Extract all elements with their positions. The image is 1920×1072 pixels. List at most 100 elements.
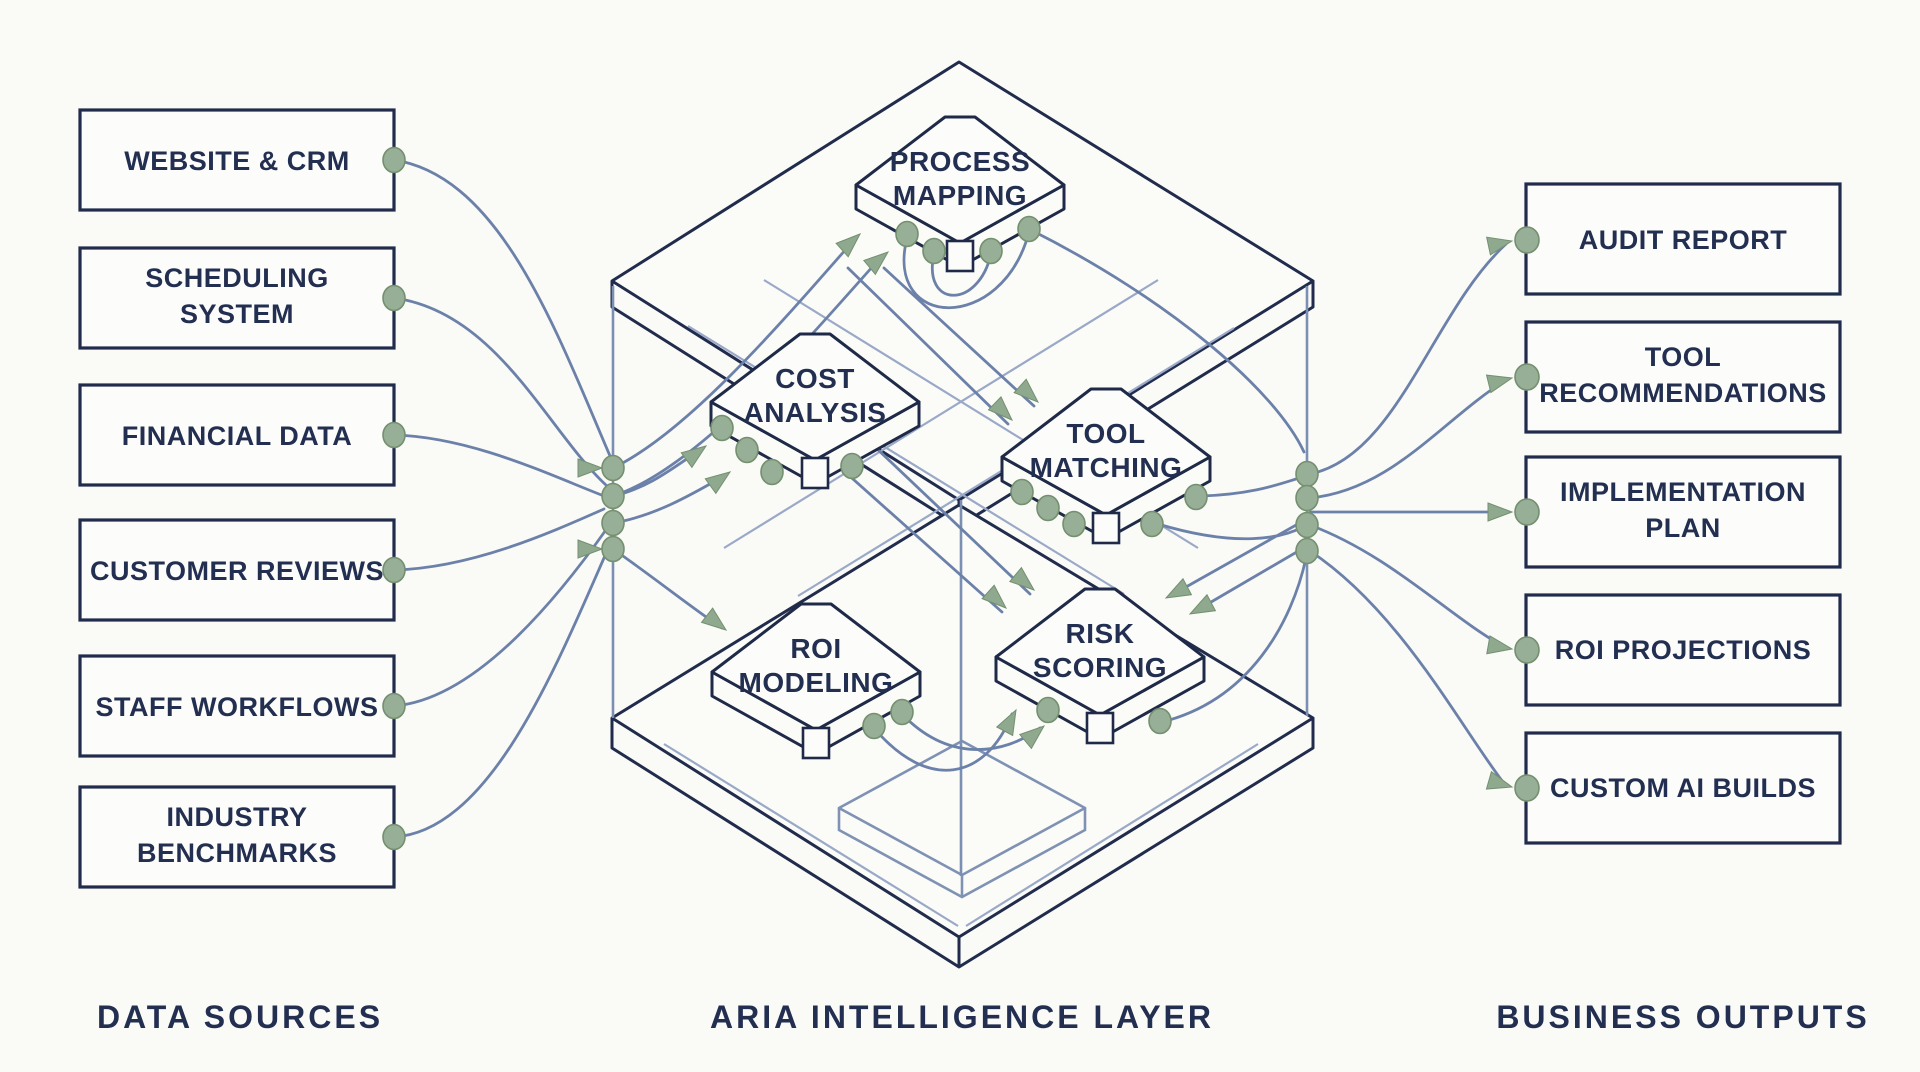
svg-text:CUSTOMER REVIEWS: CUSTOMER REVIEWS: [90, 556, 384, 586]
arrowhead-icon: [1008, 566, 1036, 591]
output-box-tool-recommendations: TOOL RECOMMENDATIONS: [1524, 320, 1842, 434]
caption-business-outputs: BUSINESS OUTPUTS: [1496, 999, 1869, 1035]
flow-connectors: [392, 158, 1508, 839]
data-sources-column: WEBSITE & CRM SCHEDULING SYSTEM FINANCIA…: [78, 108, 396, 889]
node-label: PROCESS: [890, 146, 1030, 177]
connector-dot: [979, 237, 1003, 265]
node-risk-scoring: RISK SCORING: [994, 587, 1206, 745]
connector-dot: [1295, 537, 1319, 565]
connector-dot: [1140, 510, 1164, 538]
connector-dot: [710, 414, 734, 442]
connector-dot: [1295, 460, 1319, 488]
svg-text:SCHEDULING: SCHEDULING: [145, 263, 329, 293]
connector-dot: [1295, 484, 1319, 512]
connector-dot: [382, 692, 406, 720]
svg-text:CUSTOM AI BUILDS: CUSTOM AI BUILDS: [1550, 773, 1816, 803]
arrowhead-icon: [577, 539, 604, 559]
arrowhead-icon: [1188, 593, 1217, 615]
arrowhead-icon: [680, 445, 708, 469]
node-label: ANALYSIS: [743, 397, 886, 428]
svg-text:WEBSITE & CRM: WEBSITE & CRM: [124, 146, 350, 176]
connector-dot: [382, 421, 406, 449]
arrowhead-icon: [1486, 236, 1514, 256]
node-cost-analysis: COST ANALYSIS: [709, 332, 921, 490]
output-box-implementation-plan: IMPLEMENTATION PLAN: [1524, 455, 1842, 569]
arrowhead-icon: [704, 471, 732, 495]
svg-text:BENCHMARKS: BENCHMARKS: [137, 838, 337, 868]
business-outputs-column: AUDIT REPORT TOOL RECOMMENDATIONS IMPLEM…: [1524, 182, 1842, 845]
output-box-custom-ai-builds: CUSTOM AI BUILDS: [1524, 731, 1842, 845]
svg-text:STAFF WORKFLOWS: STAFF WORKFLOWS: [96, 692, 379, 722]
caption-data-sources: DATA SOURCES: [97, 999, 383, 1035]
connector-dot: [1036, 494, 1060, 522]
arrowhead-icon: [1018, 725, 1046, 750]
connector-dot: [735, 436, 759, 464]
connector-dot: [840, 452, 864, 480]
flow-arrowheads: [577, 233, 1514, 790]
source-box-website-crm: WEBSITE & CRM: [78, 108, 396, 212]
node-label: TOOL: [1066, 418, 1145, 449]
connector-dot: [382, 284, 406, 312]
connector-dot: [1514, 226, 1540, 254]
source-box-customer-reviews: CUSTOMER REVIEWS: [78, 518, 396, 622]
connector-dot: [1514, 774, 1540, 802]
svg-text:TOOL: TOOL: [1645, 342, 1722, 372]
connector-dot: [382, 823, 406, 851]
arrowhead-icon: [987, 395, 1014, 421]
svg-text:SYSTEM: SYSTEM: [180, 299, 294, 329]
connector-dot: [1295, 511, 1319, 539]
connector-dot: [1017, 215, 1041, 243]
arrowhead-icon: [1485, 374, 1514, 394]
arrowhead-icon: [577, 458, 604, 478]
output-box-roi-projections: ROI PROJECTIONS: [1524, 593, 1842, 707]
connector-dot: [1148, 707, 1172, 735]
arrowhead-icon: [835, 233, 862, 258]
connector-dot: [601, 509, 625, 537]
arrowhead-icon: [1486, 635, 1514, 655]
arrowhead-icon: [1487, 502, 1514, 522]
connector-dot: [601, 454, 625, 482]
output-box-audit-report: AUDIT REPORT: [1524, 182, 1842, 296]
connector-dot: [1036, 696, 1060, 724]
arrowhead-icon: [700, 607, 728, 631]
connector-dot: [760, 458, 784, 486]
node-label: COST: [775, 363, 855, 394]
connector-dot: [1514, 636, 1540, 664]
caption-intelligence-layer: ARIA INTELLIGENCE LAYER: [710, 999, 1214, 1035]
arrowhead-icon: [981, 584, 1008, 609]
arrowhead-icon: [1164, 577, 1193, 599]
connector-dot: [862, 712, 886, 740]
svg-text:IMPLEMENTATION: IMPLEMENTATION: [1560, 477, 1806, 507]
connection-dots: [382, 146, 1540, 851]
connector-dot: [895, 220, 919, 248]
node-label: MODELING: [739, 667, 894, 698]
connector-dot: [1062, 510, 1086, 538]
svg-text:ROI PROJECTIONS: ROI PROJECTIONS: [1555, 635, 1812, 665]
source-box-industry-benchmarks: INDUSTRY BENCHMARKS: [78, 785, 396, 889]
connector-dot: [1514, 498, 1540, 526]
node-label: SCORING: [1033, 652, 1167, 683]
node-label: ROI: [790, 633, 841, 664]
arrowhead-icon: [995, 708, 1017, 737]
arrowhead-icon: [862, 251, 890, 276]
arrowhead-icon: [1013, 378, 1040, 403]
source-box-financial-data: FINANCIAL DATA: [78, 383, 396, 487]
connector-dot: [382, 146, 406, 174]
connector-dot: [1184, 483, 1208, 511]
connector-dot: [382, 556, 406, 584]
node-label: MATCHING: [1030, 452, 1183, 483]
svg-text:INDUSTRY: INDUSTRY: [166, 802, 307, 832]
svg-text:FINANCIAL DATA: FINANCIAL DATA: [122, 421, 352, 451]
source-box-scheduling-system: SCHEDULING SYSTEM: [78, 246, 396, 350]
node-label: MAPPING: [893, 180, 1027, 211]
connector-dot: [601, 482, 625, 510]
connector-dot: [922, 237, 946, 265]
svg-text:RECOMMENDATIONS: RECOMMENDATIONS: [1539, 378, 1827, 408]
svg-text:PLAN: PLAN: [1645, 513, 1721, 543]
node-tool-matching: TOOL MATCHING: [1000, 387, 1212, 545]
node-label: RISK: [1066, 618, 1135, 649]
connector-dot: [601, 535, 625, 563]
arrowhead-icon: [1485, 770, 1514, 790]
